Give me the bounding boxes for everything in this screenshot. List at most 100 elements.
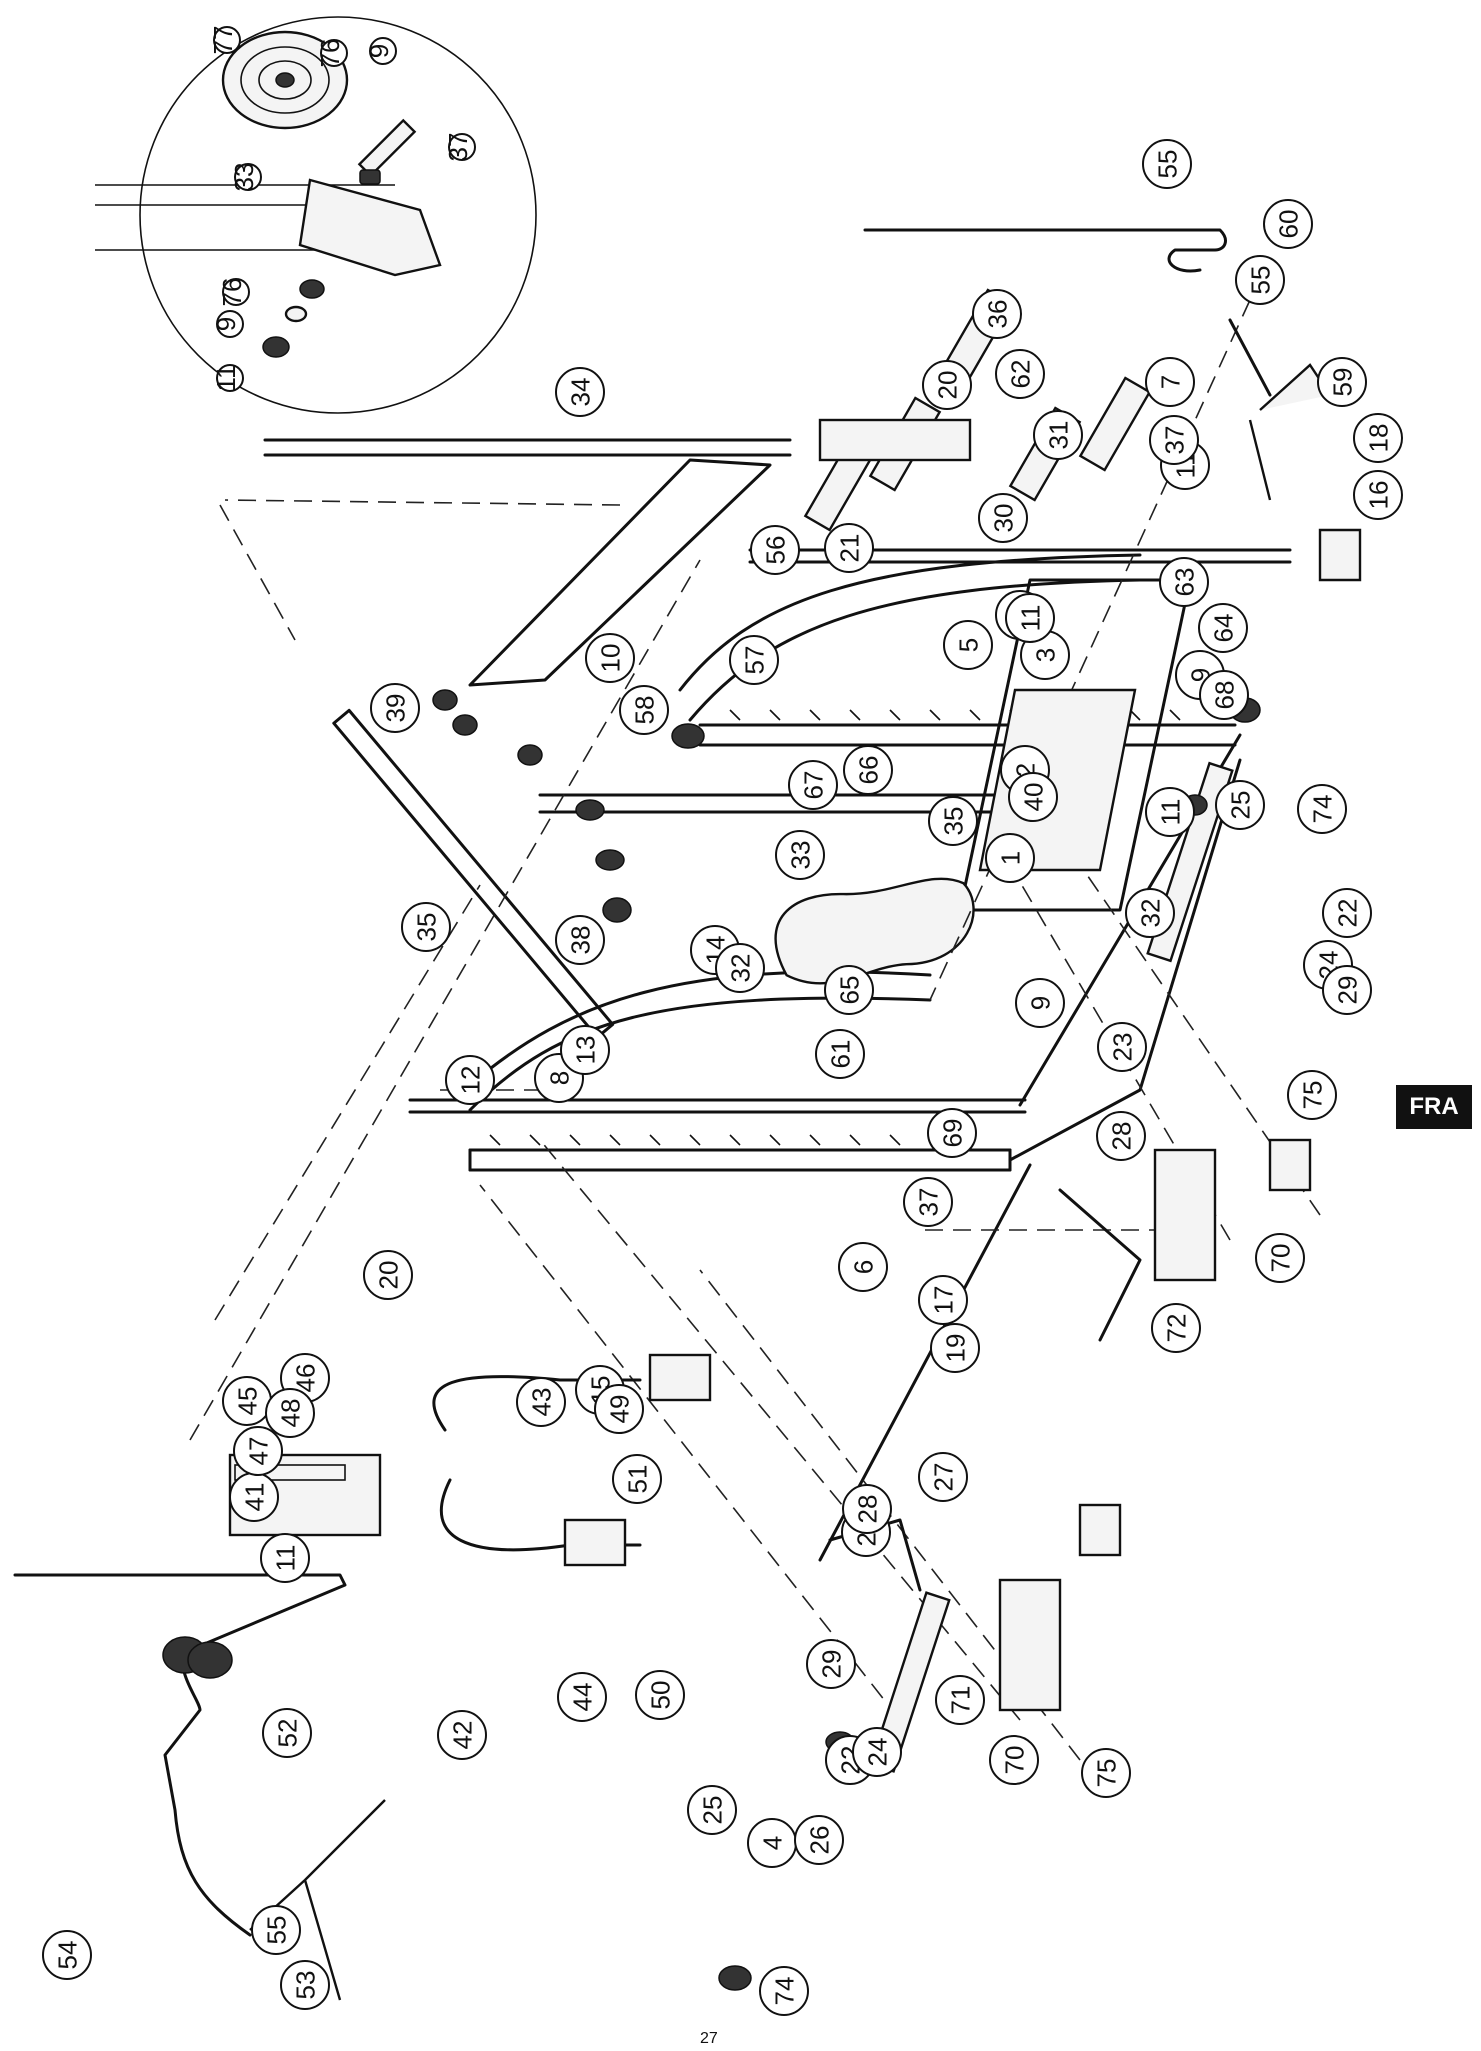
callout-75-2: 75 <box>1081 1748 1131 1798</box>
pulley-bracket <box>298 178 442 277</box>
svg-text:74: 74 <box>1307 795 1337 824</box>
callout-60: 60 <box>1263 199 1313 249</box>
svg-text:11: 11 <box>1155 799 1185 826</box>
seat-pad <box>774 877 975 985</box>
callout-54: 54 <box>42 1930 92 1980</box>
callout-28: 28 <box>1096 1111 1146 1161</box>
svg-text:50: 50 <box>645 1681 675 1710</box>
callout-52: 52 <box>262 1708 312 1758</box>
rear-pulley <box>671 723 705 749</box>
svg-text:37: 37 <box>443 133 473 162</box>
callout-11-3: 11 <box>1145 787 1195 837</box>
svg-text:9: 9 <box>364 44 394 58</box>
callout-31: 31 <box>1033 410 1083 460</box>
callout-53: 53 <box>280 1960 330 2010</box>
callout-35-2: 35 <box>928 796 978 846</box>
svg-text:22: 22 <box>1332 899 1362 928</box>
svg-text:25: 25 <box>1225 791 1255 820</box>
svg-text:20: 20 <box>932 371 962 400</box>
callout-68: 68 <box>1199 670 1249 720</box>
svg-text:21: 21 <box>834 534 864 563</box>
svg-text:49: 49 <box>604 1395 634 1424</box>
svg-text:17: 17 <box>928 1286 958 1315</box>
detail-washer-2 <box>284 305 308 323</box>
svg-text:6: 6 <box>848 1260 878 1274</box>
detail-callout-11: 11 <box>211 364 244 392</box>
callout-59: 59 <box>1317 357 1367 407</box>
callout-12: 12 <box>445 1055 495 1105</box>
callout-23: 23 <box>1097 1022 1147 1072</box>
callout-48: 48 <box>265 1388 315 1438</box>
svg-text:29: 29 <box>1332 976 1362 1005</box>
callout-55-3: 55 <box>251 1905 301 1955</box>
svg-text:56: 56 <box>760 536 790 565</box>
svg-text:44: 44 <box>567 1683 597 1712</box>
svg-text:66: 66 <box>853 756 883 785</box>
svg-text:25: 25 <box>697 1796 727 1825</box>
svg-text:36: 36 <box>982 300 1012 329</box>
svg-text:75: 75 <box>1297 1081 1327 1110</box>
callout-36: 36 <box>972 289 1022 339</box>
callout-20: 20 <box>363 1250 413 1300</box>
svg-text:28: 28 <box>852 1495 882 1524</box>
detail-callout-9: 9 <box>211 310 244 338</box>
svg-text:63: 63 <box>1169 568 1199 597</box>
svg-text:7: 7 <box>1155 375 1185 389</box>
svg-text:55: 55 <box>1245 266 1275 295</box>
callout-37-2: 37 <box>1149 415 1199 465</box>
foot-70-right <box>1153 1148 1217 1282</box>
foot-70-left <box>998 1578 1062 1712</box>
svg-text:12: 12 <box>455 1066 485 1095</box>
main-frame <box>263 438 1292 1562</box>
foot-75-right <box>1268 1138 1312 1192</box>
svg-text:26: 26 <box>804 1826 834 1855</box>
svg-text:61: 61 <box>825 1040 855 1069</box>
callout-56: 56 <box>750 525 800 575</box>
callout-47: 47 <box>233 1426 283 1476</box>
callout-75: 75 <box>1287 1070 1337 1120</box>
callout-69: 69 <box>927 1108 977 1158</box>
callout-1: 1 <box>985 833 1035 883</box>
callout-32: 32 <box>715 943 765 993</box>
svg-text:67: 67 <box>798 771 828 800</box>
callout-51: 51 <box>612 1454 662 1504</box>
callout-74-2: 74 <box>759 1966 809 2016</box>
detail-nut-2 <box>262 336 290 358</box>
svg-text:9: 9 <box>211 317 241 331</box>
svg-text:55: 55 <box>261 1916 291 1945</box>
detail-callout-9: 9 <box>364 37 397 65</box>
callout-63: 63 <box>1159 557 1209 607</box>
callouts: 1234456789910111111111213141516171819202… <box>42 26 1403 2016</box>
svg-text:11: 11 <box>211 365 241 392</box>
callout-7: 7 <box>1145 357 1195 407</box>
svg-text:42: 42 <box>447 1721 477 1750</box>
callout-39: 39 <box>370 683 420 733</box>
svg-text:33: 33 <box>229 163 259 192</box>
callout-25: 25 <box>1215 780 1265 830</box>
callout-72: 72 <box>1151 1303 1201 1353</box>
svg-text:32: 32 <box>1135 899 1165 928</box>
svg-text:68: 68 <box>1209 681 1239 710</box>
callout-21: 21 <box>824 523 874 573</box>
callout-74: 74 <box>1297 784 1347 834</box>
callout-10: 10 <box>585 633 635 683</box>
svg-text:52: 52 <box>272 1719 302 1748</box>
language-badge: FRA <box>1396 1085 1472 1129</box>
callout-67: 67 <box>788 760 838 810</box>
callout-29-2: 29 <box>806 1639 856 1689</box>
callout-19: 19 <box>930 1323 980 1373</box>
callout-24-2: 24 <box>852 1727 902 1777</box>
svg-text:58: 58 <box>629 696 659 725</box>
svg-text:3: 3 <box>1030 648 1060 662</box>
page-number: 27 <box>700 2030 718 2047</box>
svg-text:35: 35 <box>938 807 968 836</box>
callout-20-2: 20 <box>922 360 972 410</box>
svg-text:40: 40 <box>1018 783 1048 812</box>
svg-text:37: 37 <box>913 1188 943 1217</box>
callout-37: 37 <box>903 1177 953 1227</box>
callout-42: 42 <box>437 1710 487 1760</box>
svg-text:27: 27 <box>928 1463 958 1492</box>
callout-50: 50 <box>635 1670 685 1720</box>
svg-text:19: 19 <box>940 1334 970 1363</box>
callout-13: 13 <box>560 1025 610 1075</box>
